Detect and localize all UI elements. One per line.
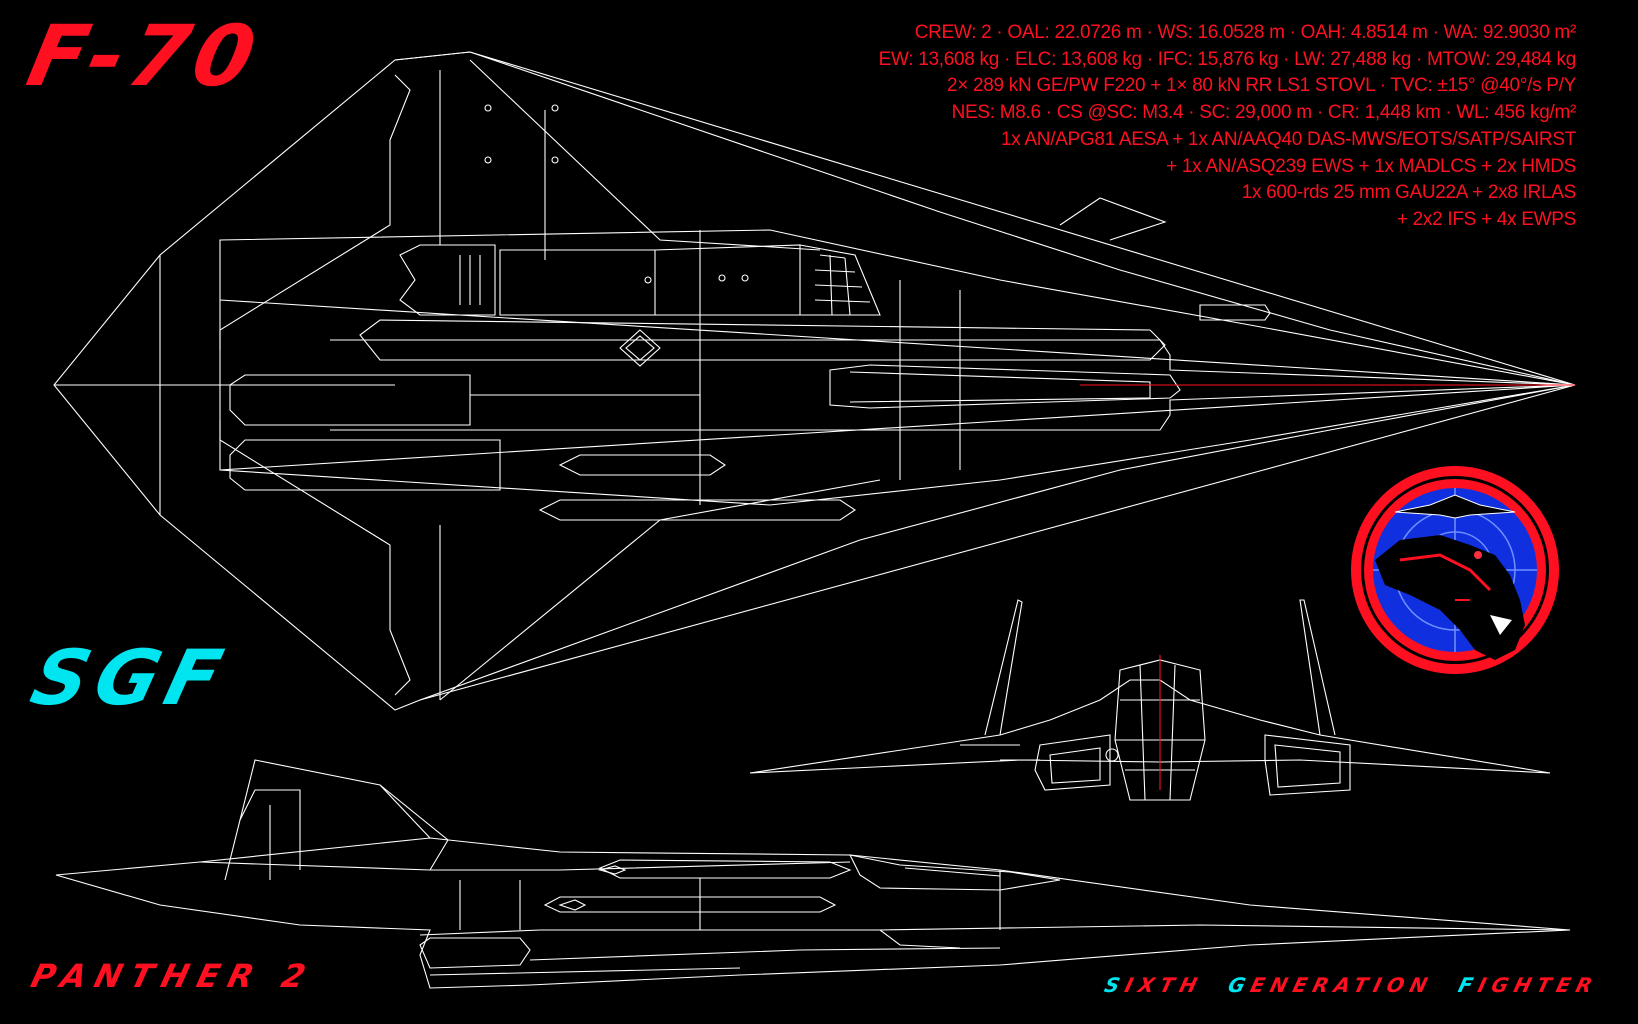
tagline-rest-2: ENERATION [1248,973,1437,997]
page-title: F-70 [19,7,270,105]
spec-line: 1x 600-rds 25 mm GAU22A + 2x8 IRLAS [1241,182,1577,204]
spec-line: 2× 289 kN GE/PW F220 + 1× 80 kN RR LS1 S… [946,75,1576,97]
spec-line: + 1x AN/ASQ239 EWS + 1x MADLCS + 2x HMDS [1166,155,1576,177]
tagline: SIXTH GENERATION FIGHTER [1102,973,1601,997]
spec-block: CREW: 2 · OAL: 22.0726 m · WS: 16.0528 m… [676,20,1577,234]
subtitle-logo: SGF [23,633,239,722]
tagline-rest-3: IGHTER [1475,973,1601,997]
spec-line: EW: 13,608 kg · ELC: 13,608 kg · IFC: 15… [878,48,1577,70]
aircraft-name: PANTHER 2 [27,957,319,995]
spec-line: CREW: 2 · OAL: 22.0726 m · WS: 16.0528 m… [914,22,1577,43]
spec-line: NES: M8.6 · CS @SC: M3.4 · SC: 29,000 m … [951,102,1577,124]
tagline-rest-1: IXTH [1122,973,1206,997]
spec-line: 1x AN/APG81 AESA + 1x AN/AAQ40 DAS-MWS/E… [1001,128,1576,150]
panther-insignia-icon [1351,466,1559,674]
side-view-drawing [55,759,1571,989]
spec-line: + 2x2 IFS + 4x EWPS [1396,208,1576,230]
front-view-drawing [749,599,1551,801]
top-view-drawing [53,51,1576,711]
